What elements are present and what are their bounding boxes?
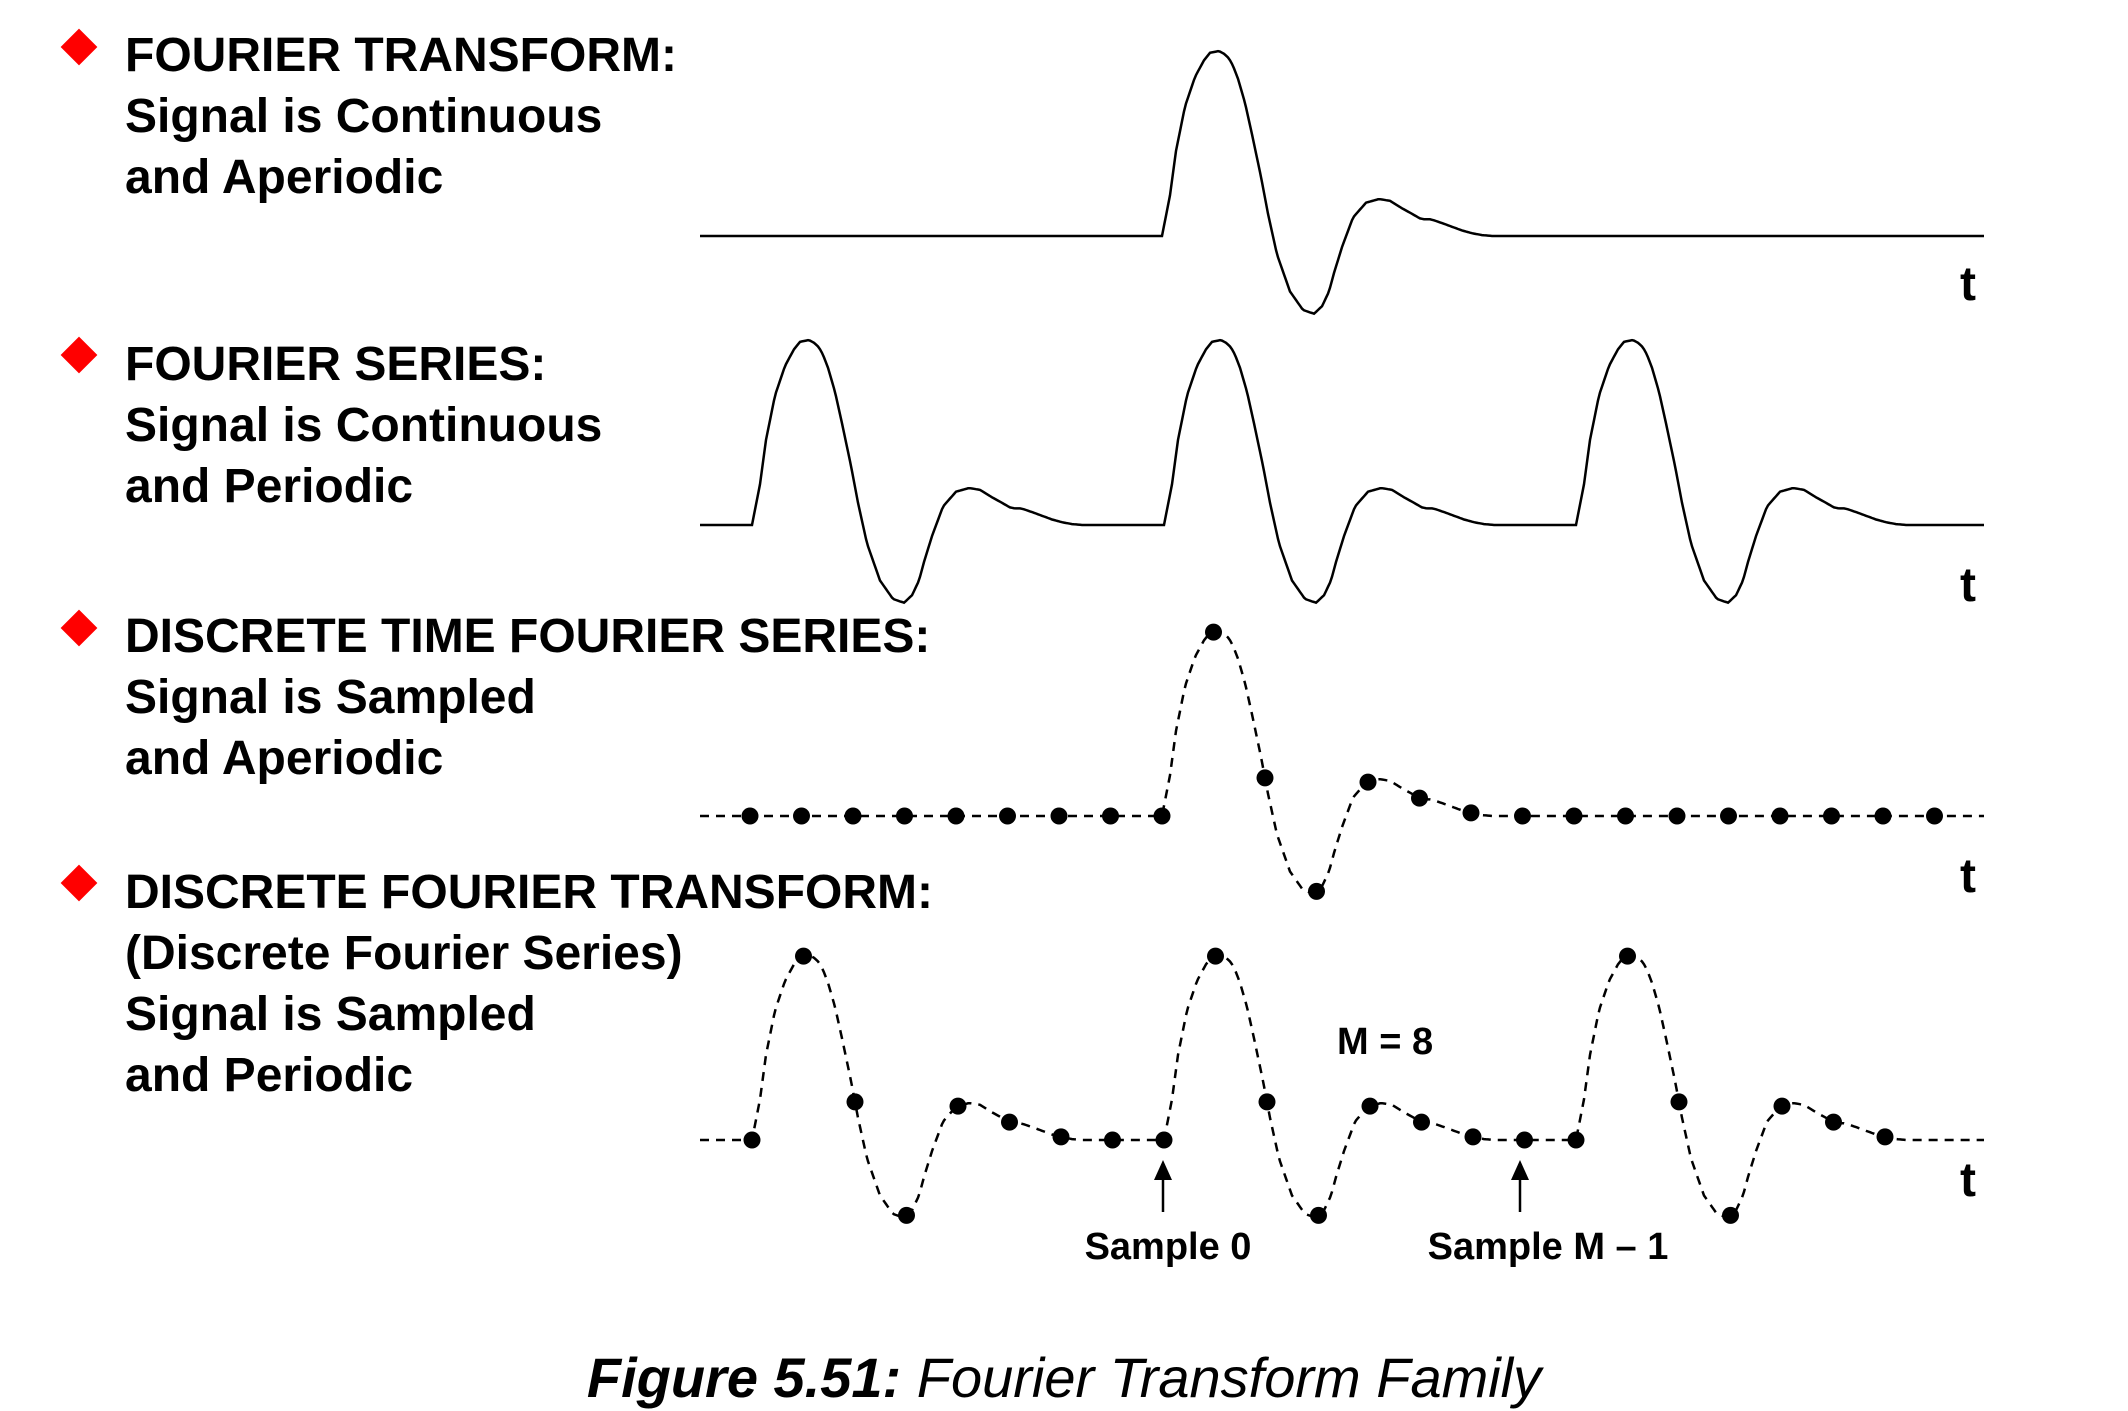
sample-dot	[1874, 807, 1892, 825]
bullet-line: Signal is Sampled	[125, 988, 536, 1041]
sample-dot	[1771, 807, 1789, 825]
sample-dot	[896, 807, 913, 825]
waveform-curve	[700, 49, 1984, 316]
sample-dot	[1722, 1206, 1739, 1224]
bullet-line: Signal is Continuous	[125, 90, 603, 143]
time-axis-label: t	[1960, 850, 1976, 903]
bullet-heading: DISCRETE FOURIER TRANSFORM:	[125, 866, 933, 919]
bullet-line: (Discrete Fourier Series)	[125, 927, 683, 980]
waveform-dashed-curve	[700, 629, 1984, 896]
sample-dot	[1411, 789, 1428, 807]
sample-m-minus-1-label: Sample M – 1	[1428, 1226, 1669, 1268]
sample-dot	[1359, 773, 1377, 791]
sample-dot	[1926, 807, 1943, 825]
bullet-heading: FOURIER SERIES:	[125, 338, 547, 391]
sample-dot	[1102, 807, 1119, 825]
bullet-heading: FOURIER TRANSFORM:	[125, 29, 677, 82]
sample-dot	[1153, 807, 1171, 825]
sample-dot	[1720, 807, 1737, 825]
sample-dot	[793, 807, 810, 825]
sample-dot	[1052, 1128, 1070, 1146]
sample-dot	[949, 1097, 967, 1115]
sample-dot	[1462, 804, 1480, 822]
sample-dot	[1413, 1113, 1430, 1131]
time-axis-label: t	[1960, 258, 1976, 311]
bullet-heading: DISCRETE TIME FOURIER SERIES:	[125, 610, 931, 663]
sample-dot	[795, 947, 812, 965]
sample-dot	[1514, 807, 1531, 825]
up-arrow-icon	[1511, 1160, 1529, 1212]
sample-dot	[1516, 1131, 1533, 1149]
figure-number: Figure 5.51:	[586, 1346, 902, 1409]
sample-dot	[1155, 1131, 1173, 1149]
waveform-curve	[700, 338, 1984, 605]
bullet-line: and Periodic	[125, 1049, 414, 1102]
sample-dot	[1001, 1113, 1018, 1131]
sample-dot	[1668, 807, 1686, 825]
continuous-periodic-signal	[700, 338, 1984, 605]
figure-title: Fourier Transform Family	[916, 1346, 1542, 1409]
sample-dot	[846, 1093, 864, 1111]
sample-dot	[1205, 623, 1222, 641]
sample-dot	[1310, 1206, 1327, 1224]
sample-0-label: Sample 0	[1085, 1226, 1252, 1268]
sample-dot	[1104, 1131, 1121, 1149]
sample-dot	[1825, 1113, 1842, 1131]
sample-dot	[741, 807, 759, 825]
sample-dot	[1050, 807, 1068, 825]
bullet-line: Signal is Sampled	[125, 671, 536, 724]
sample-dot	[947, 807, 965, 825]
sample-dot	[1308, 882, 1325, 900]
bullet-line: and Periodic	[125, 460, 414, 513]
sample-dot	[1773, 1097, 1791, 1115]
sample-dot	[1258, 1093, 1276, 1111]
figure-caption: Figure 5.51: Fourier Transform Family	[0, 1345, 2128, 1410]
sample-dot	[1565, 807, 1583, 825]
bullet-line: and Aperiodic	[125, 732, 444, 785]
up-arrow-icon	[1154, 1160, 1172, 1212]
sample-dot	[1361, 1097, 1379, 1115]
sample-dot	[844, 807, 862, 825]
time-axis-label: t	[1960, 1154, 1976, 1207]
sampled-aperiodic-signal	[700, 623, 1984, 900]
sample-dot	[1823, 807, 1840, 825]
sample-dot	[999, 807, 1016, 825]
sample-dot	[1464, 1128, 1482, 1146]
sample-dot	[1619, 947, 1636, 965]
sample-dot	[1617, 807, 1634, 825]
bullet-line: Signal is Continuous	[125, 399, 603, 452]
sample-dot	[1567, 1131, 1585, 1149]
sample-dot	[1256, 769, 1274, 787]
sample-dot	[743, 1131, 761, 1149]
sample-dot	[1207, 947, 1224, 965]
sample-dot	[898, 1206, 915, 1224]
time-axis-label: t	[1960, 559, 1976, 612]
sampled-periodic-signal	[700, 947, 1984, 1224]
continuous-aperiodic-signal	[700, 49, 1984, 316]
sample-dot	[1670, 1093, 1688, 1111]
bullet-line: and Aperiodic	[125, 151, 444, 204]
sample-dot	[1876, 1128, 1894, 1146]
m-equals-label: M = 8	[1337, 1021, 1433, 1063]
waveform-dashed-curve	[700, 953, 1984, 1220]
